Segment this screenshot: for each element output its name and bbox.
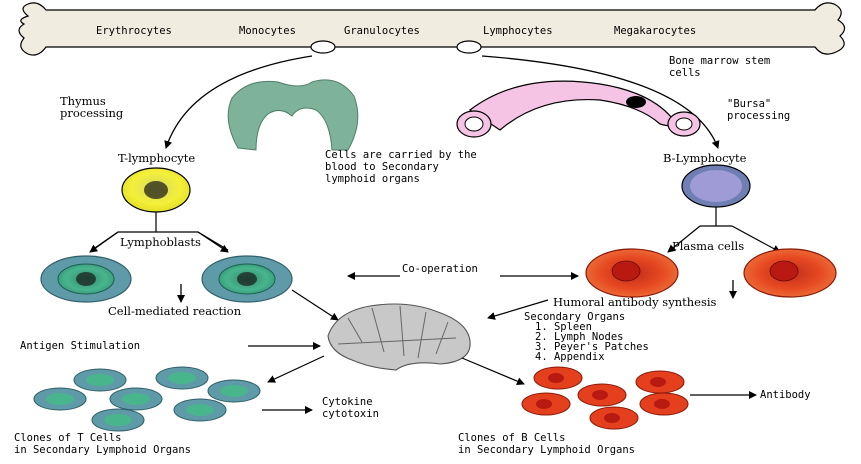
- lymph-node-organ: [328, 304, 470, 370]
- b-clone-cell: [640, 393, 688, 415]
- antibody-label: Antibody: [760, 389, 811, 401]
- bone-cell-label: Granulocytes: [344, 25, 420, 37]
- bone-cell-label: Erythrocytes: [96, 25, 172, 37]
- stem-cell: [457, 41, 481, 53]
- stem-cells-label: Bone marrow stem: [669, 55, 770, 67]
- t-lymphocyte-label: T-lymphocyte: [118, 151, 195, 165]
- bone-cell-label: Megakarocytes: [614, 25, 696, 37]
- t-clone-cell: [34, 388, 86, 410]
- t-clone-cell: [110, 388, 162, 410]
- carried-label: lymphoid organs: [325, 173, 420, 185]
- plasma-cells-label: Plasma cells: [672, 239, 744, 253]
- b-clone-cell: [578, 384, 626, 406]
- thymus-organ: [228, 80, 358, 150]
- bursa-label: "Bursa": [727, 98, 771, 110]
- t-cell-clones: [34, 367, 260, 431]
- lymphoblasts-label: Lymphoblasts: [120, 235, 201, 249]
- bursa-label: processing: [727, 110, 790, 122]
- secondary-organ-item: 4. Appendix: [535, 351, 605, 363]
- clones-b-label: Clones of B Cells: [458, 432, 565, 444]
- bursa-organ: [457, 81, 700, 137]
- carried-label: Cells are carried by the: [325, 149, 477, 161]
- cooperation-label: Co-operation: [402, 263, 478, 275]
- lymphoblast-cell: [41, 256, 131, 302]
- arrow-to-lymphoblast-right: [198, 232, 228, 252]
- b-clone-cell: [534, 367, 582, 389]
- b-lymphocyte-cell: [682, 165, 750, 207]
- carried-label: blood to Secondary: [325, 161, 439, 173]
- bone-cell-label: Lymphocytes: [483, 25, 553, 37]
- b-cell-clones: [522, 367, 688, 429]
- t-clone-cell: [92, 409, 144, 431]
- stem-cell: [311, 41, 335, 53]
- cytokine-label: cytotoxin: [322, 408, 379, 420]
- b-clone-cell: [522, 393, 570, 415]
- b-lymphocyte-label: B-Lymphocyte: [663, 151, 747, 165]
- t-clone-cell: [174, 399, 226, 421]
- b-clone-cell: [636, 371, 684, 393]
- bone-cell-label: Monocytes: [239, 25, 296, 37]
- arrow-organ-to-b-clones: [462, 358, 524, 384]
- clones-b-label: in Secondary Lymphoid Organs: [458, 444, 635, 456]
- t-clone-cell: [74, 369, 126, 391]
- thymus-label: processing: [60, 106, 124, 120]
- lymphoblast-cell: [202, 256, 292, 302]
- arrow-to-lymphoblast-left: [90, 232, 118, 252]
- plasma-cell: [586, 249, 678, 297]
- b-clone-cell: [590, 407, 638, 429]
- arrow-organ-to-t-clones: [268, 356, 324, 382]
- t-clone-cell: [208, 380, 260, 402]
- stem-cells-label: cells: [669, 67, 701, 79]
- arrow-lymphoblast-to-organ: [292, 290, 338, 320]
- plasma-cell: [744, 249, 836, 297]
- cytokine-label: Cytokine: [322, 396, 373, 408]
- t-clone-cell: [156, 367, 208, 389]
- antigen-label: Antigen Stimulation: [20, 340, 140, 352]
- clones-t-label: Clones of T Cells: [14, 432, 121, 444]
- humoral-label: Humoral antibody synthesis: [553, 295, 717, 309]
- cell-mediated-label: Cell-mediated reaction: [108, 304, 242, 318]
- clones-t-label: in Secondary Lymphoid Organs: [14, 444, 191, 456]
- t-lymphocyte-cell: [122, 168, 190, 212]
